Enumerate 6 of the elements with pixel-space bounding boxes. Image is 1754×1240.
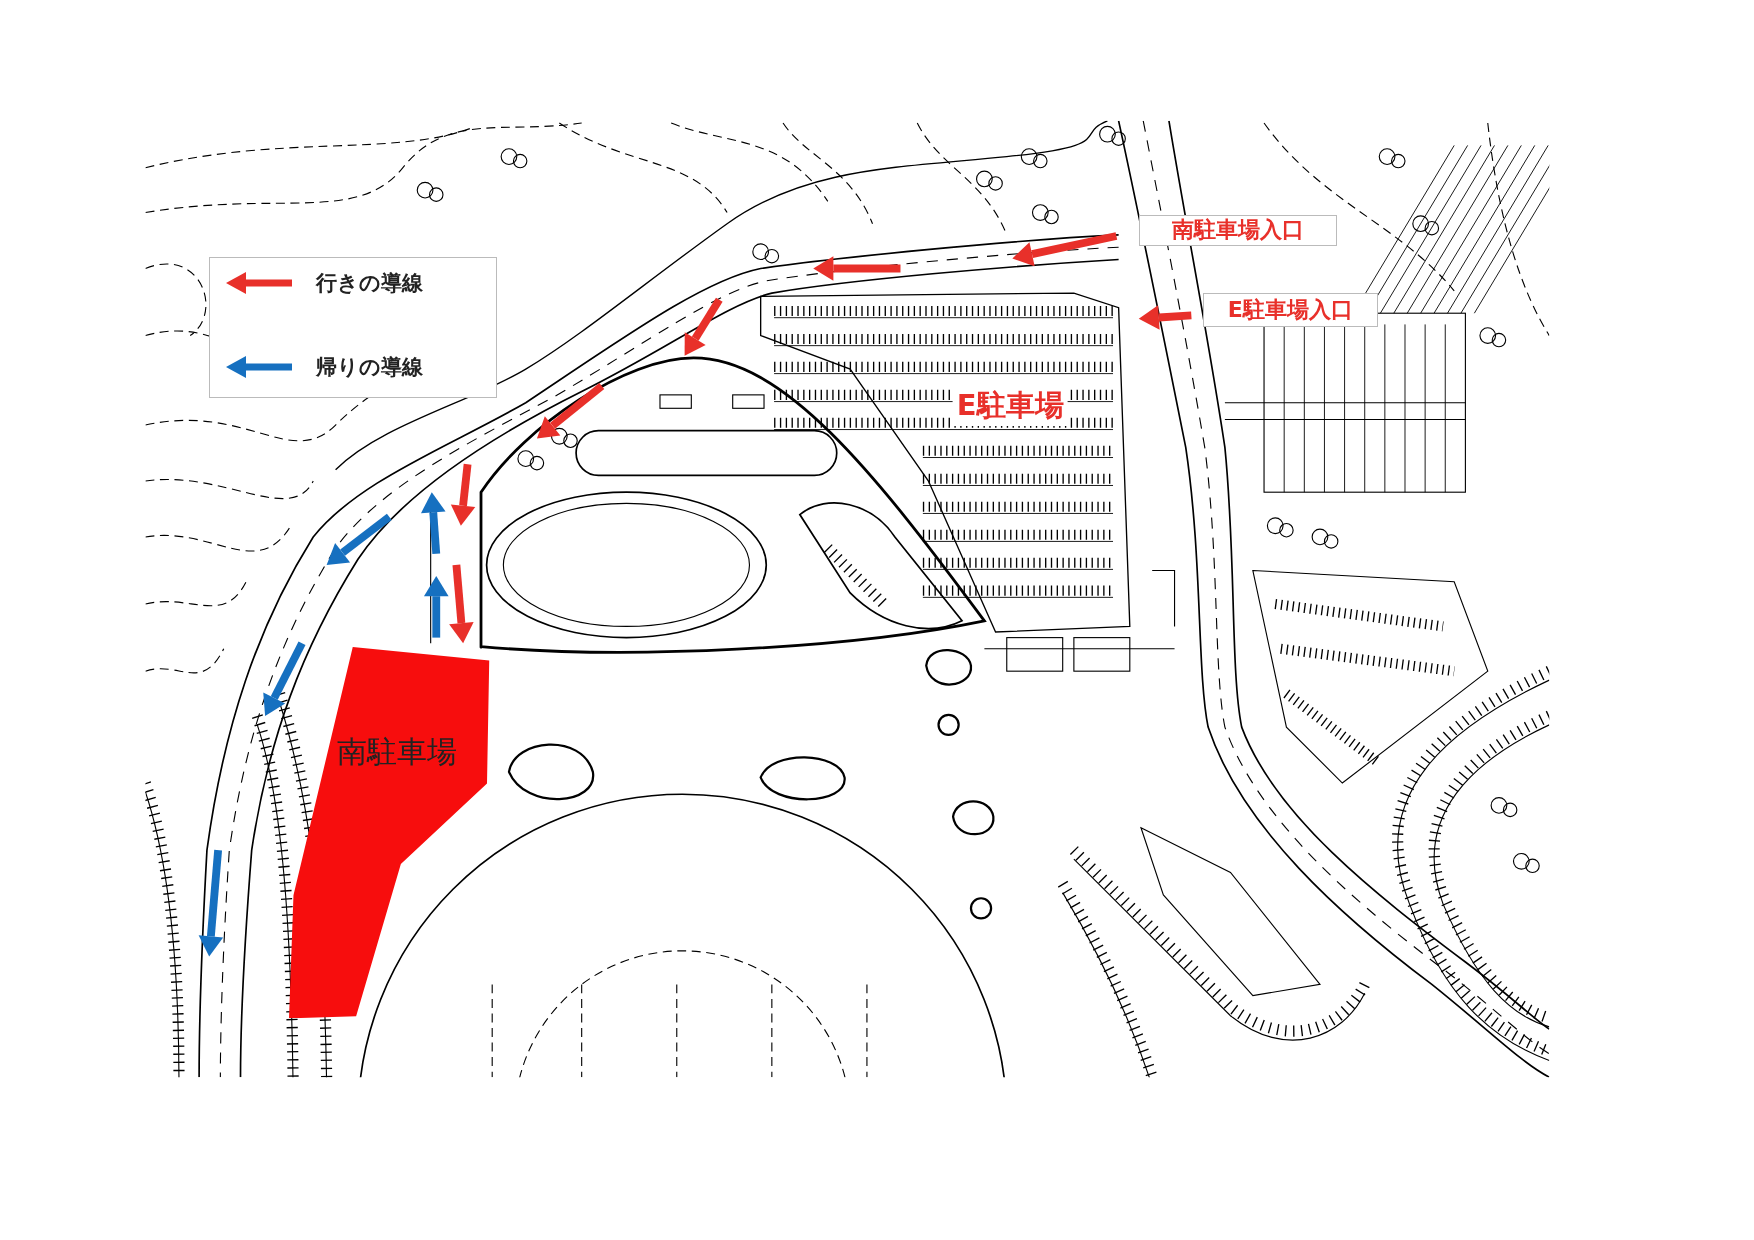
legend-text: 帰りの導線 <box>316 353 424 381</box>
entrance-label: 南駐車場入口 <box>1138 214 1337 247</box>
entrance-label: E駐車場入口 <box>1202 293 1379 327</box>
parking-lot-label: E駐車場 <box>952 386 1068 427</box>
legend-text: 行きの導線 <box>316 269 424 297</box>
area-label: 南駐車場 <box>337 732 458 771</box>
